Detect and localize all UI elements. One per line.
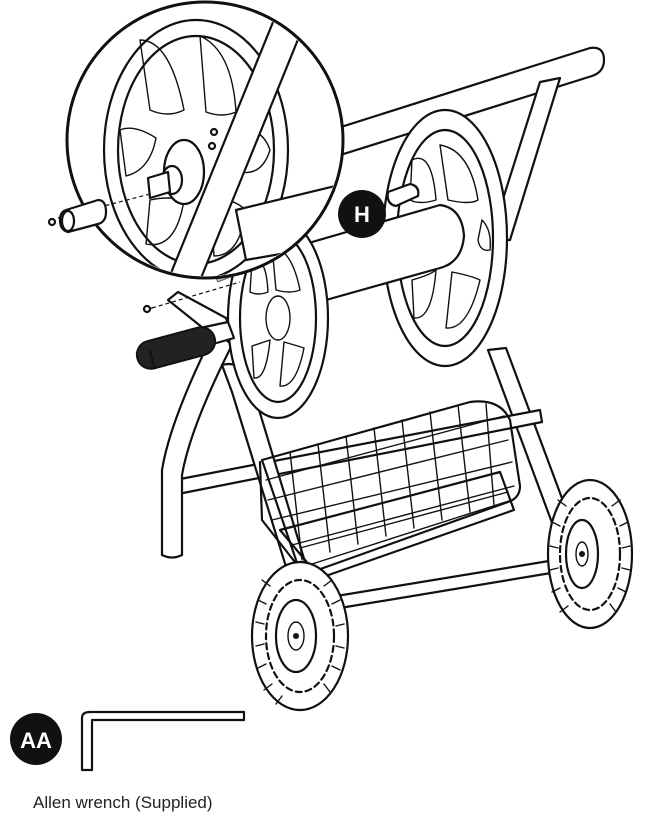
wheel-right (546, 478, 634, 630)
allen-wrench-icon (80, 710, 246, 772)
callout-aa-label: AA (20, 728, 52, 753)
cap-screw-icon (47, 217, 57, 227)
wheel-left (250, 560, 350, 712)
crank-screw-icon (142, 304, 152, 314)
crank-grip (135, 326, 217, 370)
zoom-detail (47, 0, 345, 283)
crank-handle (135, 281, 241, 370)
callout-h-label: H (354, 202, 370, 227)
callout-h: H (338, 190, 386, 238)
tool-caption: Allen wrench (Supplied) (33, 793, 213, 812)
tool-aa: AA (10, 710, 246, 772)
